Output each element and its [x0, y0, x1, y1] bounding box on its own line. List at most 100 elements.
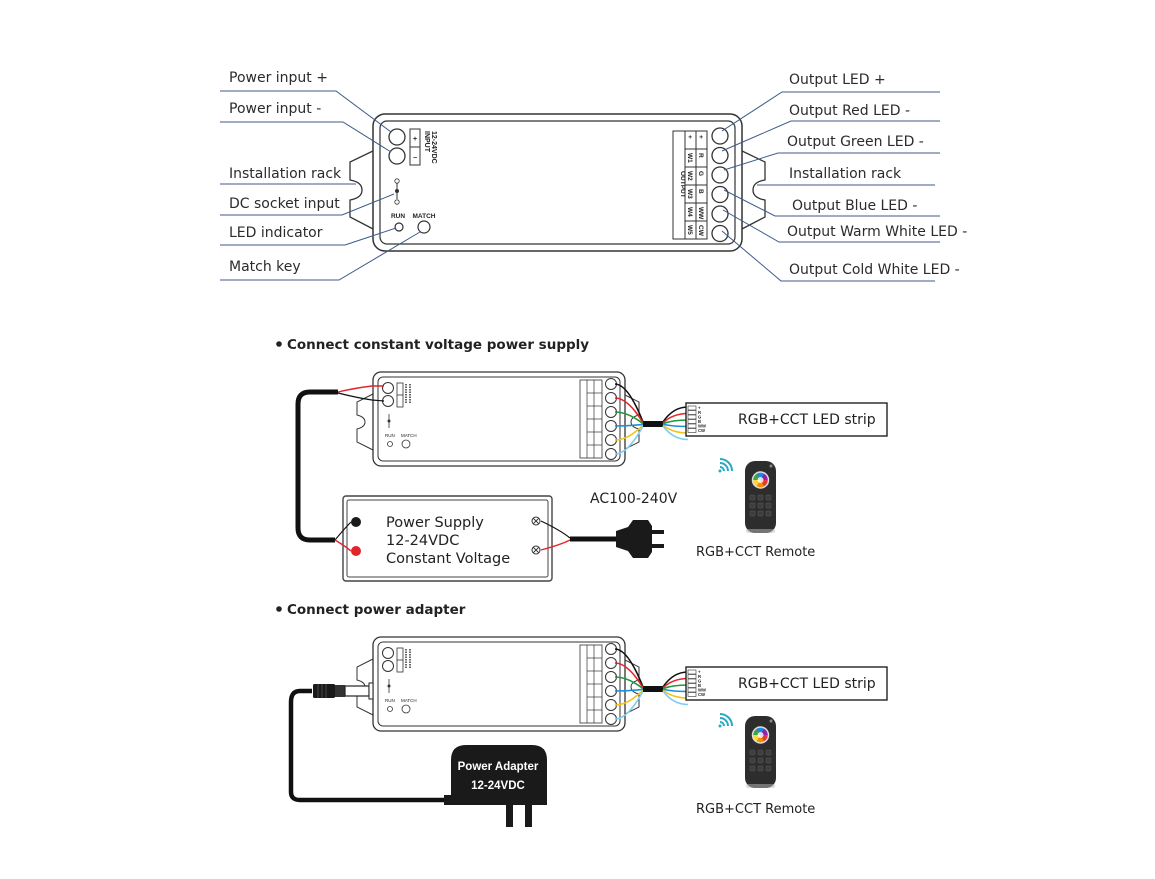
- remote-button[interactable]: [757, 749, 764, 756]
- remote-button[interactable]: [765, 494, 772, 501]
- output-wire: [614, 383, 644, 423]
- bullet-icon: [276, 341, 282, 347]
- output-terminal: [605, 671, 617, 683]
- output-wire: [614, 424, 644, 441]
- led-strip-body: [685, 402, 888, 437]
- power-input-plus-terminal: [388, 128, 406, 146]
- callout-left-4: LED indicator: [229, 225, 323, 241]
- ps-dc-negative-terminal: [351, 517, 361, 527]
- remote-button[interactable]: [757, 765, 764, 772]
- output-terminal: [605, 713, 617, 725]
- output-terminal: [605, 699, 617, 711]
- remote-button[interactable]: [765, 502, 772, 509]
- strip-pad: [687, 683, 697, 688]
- match-key[interactable]: [401, 704, 411, 714]
- callout-left-2: Installation rack: [229, 166, 342, 182]
- wireless-signal-icon: [718, 458, 733, 473]
- output-terminal: [605, 448, 617, 460]
- remote-button[interactable]: [757, 494, 764, 501]
- leader-lines-right: [721, 91, 940, 282]
- led-indicator: [394, 222, 404, 232]
- output-wire: [614, 648, 644, 688]
- power-input-minus-terminal: [388, 147, 406, 165]
- section-title-power-adapter: Connect power adapter: [287, 602, 466, 618]
- ps-label-line1: Power Supply: [386, 515, 484, 531]
- dc-socket-icon: [394, 178, 400, 205]
- callout-right-6: Output Cold White LED -: [789, 262, 960, 278]
- output-rgb-label: G: [697, 171, 704, 176]
- remote-button[interactable]: [749, 749, 756, 756]
- remote-button[interactable]: [765, 510, 772, 517]
- strip-pad: [687, 687, 697, 693]
- match-label: MATCH: [401, 433, 417, 438]
- remote-constant-voltage: [718, 458, 776, 533]
- output-wire: [614, 397, 644, 424]
- run-label: RUN: [391, 213, 405, 220]
- output-terminal: [605, 392, 617, 404]
- remote-button[interactable]: [749, 494, 756, 501]
- output-terminal: [711, 127, 729, 145]
- led-indicator: [387, 706, 393, 712]
- match-label: MATCH: [413, 213, 436, 220]
- adapter-label-line2: 12-24VDC: [471, 780, 525, 792]
- controller-body: [372, 113, 743, 252]
- strip-pin-label: CW: [698, 428, 705, 433]
- remote-button[interactable]: [765, 757, 772, 764]
- callout-left-3: DC socket input: [229, 196, 340, 212]
- strip-pad: [687, 419, 697, 424]
- ps-ac-terminal-icon: [531, 516, 541, 555]
- output-terminal: [605, 420, 617, 432]
- strip-pad: [687, 669, 697, 675]
- remote-button[interactable]: [749, 765, 756, 772]
- strip-wire: [662, 425, 689, 441]
- led-indicator: [387, 441, 393, 447]
- strip-pad: [687, 428, 697, 433]
- strip-pad: [687, 410, 697, 415]
- input-voltage-label: 12-24VDC: [430, 131, 437, 164]
- callout-right-5: Output Warm White LED -: [787, 224, 967, 240]
- match-key[interactable]: [417, 220, 431, 234]
- remote-button[interactable]: [749, 502, 756, 509]
- remote-button[interactable]: [749, 757, 756, 764]
- input-plus-label: +: [413, 136, 417, 143]
- ac-voltage-label: AC100-240V: [590, 491, 678, 507]
- output-wire: [614, 688, 644, 692]
- match-key[interactable]: [401, 439, 411, 449]
- output-terminal: [711, 224, 729, 243]
- callout-left-0: Power input +: [229, 70, 328, 86]
- strip-pad: [687, 423, 697, 429]
- output-wire: [614, 425, 644, 455]
- color-wheel[interactable]: [751, 726, 770, 744]
- color-wheel[interactable]: [751, 471, 770, 489]
- installation-rack-right: [739, 149, 766, 231]
- strip-wire: [662, 423, 689, 428]
- remote-button[interactable]: [765, 749, 772, 756]
- remote-button[interactable]: [765, 765, 772, 772]
- dc-cable-ps: [295, 385, 385, 552]
- strip-pad: [687, 678, 697, 684]
- remote-label-1: RGB+CCT Remote: [696, 545, 815, 560]
- remote-button[interactable]: [757, 510, 764, 517]
- strip-wire: [662, 690, 689, 706]
- output-terminal: [605, 406, 617, 418]
- input-label: INPUT: [423, 131, 430, 153]
- ps-dc-positive-terminal: [351, 546, 361, 556]
- strip-pin-label: +: [698, 670, 701, 675]
- strip-pin-label: R: [698, 674, 701, 679]
- output-w-label: W3: [686, 189, 693, 199]
- output-terminal: [605, 657, 617, 669]
- callout-left-1: Power input -: [229, 101, 321, 117]
- output-terminal: [605, 643, 617, 655]
- output-terminal: [711, 185, 729, 204]
- output-rgb-label: CW: [697, 225, 704, 237]
- callout-right-1: Output Red LED -: [789, 103, 910, 119]
- remote-button[interactable]: [749, 510, 756, 517]
- ps-label-line3: Constant Voltage: [386, 551, 510, 567]
- remote-button[interactable]: [757, 757, 764, 764]
- callout-right-2: Output Green LED -: [787, 134, 924, 150]
- strip-pin-label: CW: [698, 692, 705, 697]
- output-wire: [614, 690, 644, 720]
- output-terminal: [711, 166, 729, 184]
- remote-button[interactable]: [757, 502, 764, 509]
